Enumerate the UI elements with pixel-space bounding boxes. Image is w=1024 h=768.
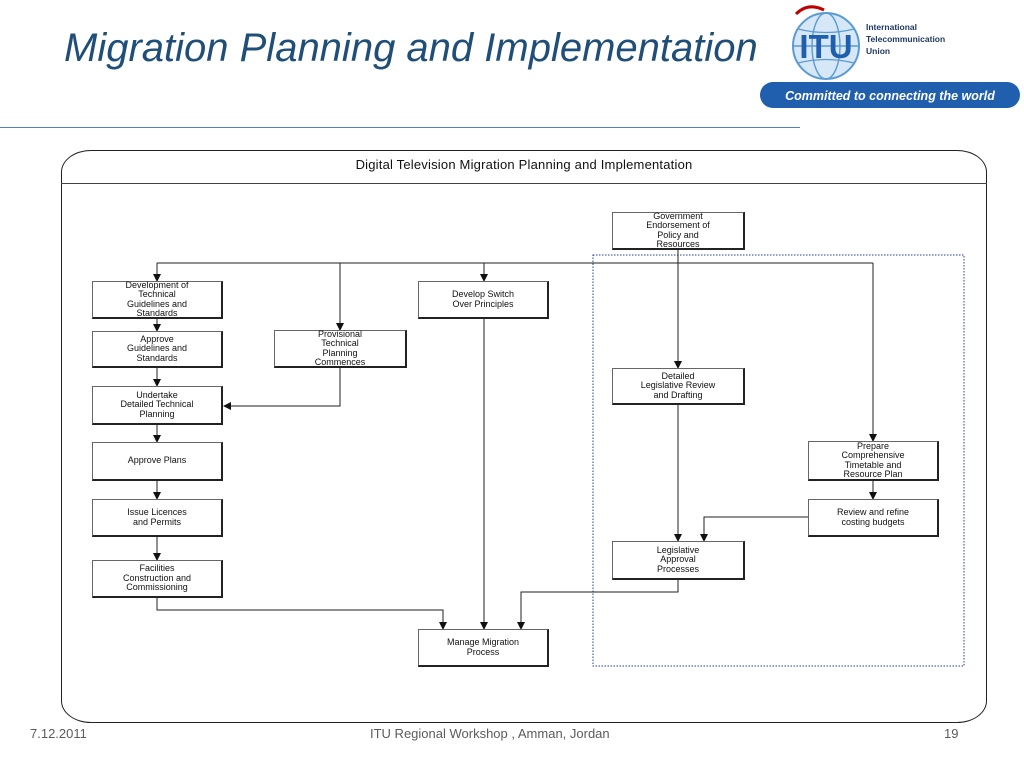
box-provisional-planning: Provisional Technical Planning Commences	[274, 329, 407, 368]
itu-name-line-3: Union	[866, 46, 890, 56]
legislative-region-outline	[592, 254, 965, 667]
title-underline	[0, 127, 800, 128]
page-number: 19	[944, 726, 959, 741]
box-timetable-resource-plan: Prepare Comprehensive Timetable and Reso…	[808, 441, 939, 481]
box-facilities-construction: Facilities Construction and Commissionin…	[92, 560, 223, 598]
slide-title: Migration Planning and Implementation	[64, 26, 758, 70]
box-approve-plans: Approve Plans	[92, 442, 223, 481]
itu-abbr: ITU	[799, 28, 852, 65]
box-development-guidelines: Development of Technical Guidelines and …	[92, 280, 223, 319]
itu-name-line-2: Telecommunication	[866, 34, 945, 44]
itu-logo: ITU International Telecommunication Unio…	[760, 5, 1020, 108]
itu-slogan: Committed to connecting the world	[785, 89, 995, 103]
box-switchover-principles: Develop Switch Over Principles	[418, 281, 549, 319]
itu-slogan-banner	[760, 82, 1020, 108]
box-manage-migration: Manage Migration Process	[418, 629, 549, 667]
box-issue-licences: Issue Licences and Permits	[92, 499, 223, 537]
box-undertake-planning: Undertake Detailed Technical Planning	[92, 386, 223, 425]
diagram-title: Digital Television Migration Planning an…	[355, 157, 693, 172]
box-government-endorsement: Government Endorsement of Policy and Res…	[612, 211, 745, 250]
box-legislative-review: Detailed Legislative Review and Drafting	[612, 368, 745, 405]
itu-name-line-1: International	[866, 22, 917, 32]
footer-event: ITU Regional Workshop , Amman, Jordan	[370, 726, 610, 741]
footer-date: 7.12.2011	[30, 726, 87, 741]
diagram-header-divider	[61, 183, 987, 184]
itu-arc-icon	[794, 5, 825, 16]
box-review-costing: Review and refine costing budgets	[808, 499, 939, 537]
box-approve-guidelines: Approve Guidelines and Standards	[92, 331, 223, 368]
box-legislative-approval: Legislative Approval Processes	[612, 541, 745, 580]
